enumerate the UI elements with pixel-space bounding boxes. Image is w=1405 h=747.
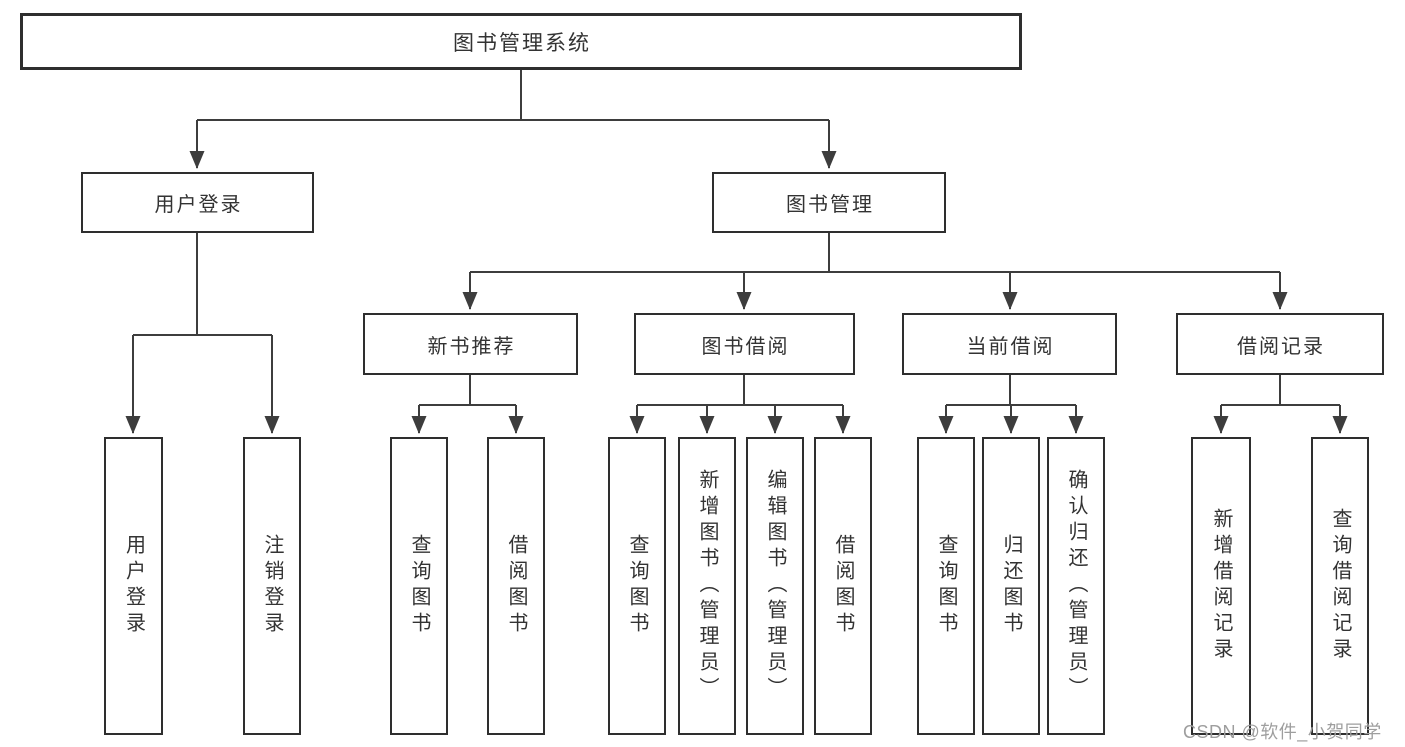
node-borrow-records: 借阅记录 bbox=[1176, 313, 1384, 375]
leaf-query-books-recommend: 查询图书 bbox=[390, 437, 448, 735]
leaf-query-books-borrow: 查询图书 bbox=[608, 437, 666, 735]
leaf-query-books-current: 查询图书 bbox=[917, 437, 975, 735]
node-current-borrow: 当前借阅 bbox=[902, 313, 1117, 375]
leaf-borrow-books: 借阅图书 bbox=[814, 437, 872, 735]
leaf-query-borrow-record: 查询借阅记录 bbox=[1311, 437, 1369, 735]
leaf-return-books: 归还图书 bbox=[982, 437, 1040, 735]
node-book-borrow: 图书借阅 bbox=[634, 313, 855, 375]
leaf-edit-books-admin: 编辑图书（管理员） bbox=[746, 437, 804, 735]
node-library-management-system: 图书管理系统 bbox=[20, 13, 1022, 70]
node-user-login: 用户登录 bbox=[81, 172, 314, 233]
leaf-user-login: 用户登录 bbox=[104, 437, 163, 735]
node-book-management: 图书管理 bbox=[712, 172, 946, 233]
leaf-logout: 注销登录 bbox=[243, 437, 301, 735]
leaf-borrow-books-recommend: 借阅图书 bbox=[487, 437, 545, 735]
node-new-book-recommend: 新书推荐 bbox=[363, 313, 578, 375]
leaf-add-books-admin: 新增图书（管理员） bbox=[678, 437, 736, 735]
watermark: CSDN @软件_小贺同学 bbox=[1183, 722, 1382, 742]
leaf-confirm-return-admin: 确认归还（管理员） bbox=[1047, 437, 1105, 735]
leaf-add-borrow-record: 新增借阅记录 bbox=[1191, 437, 1251, 735]
